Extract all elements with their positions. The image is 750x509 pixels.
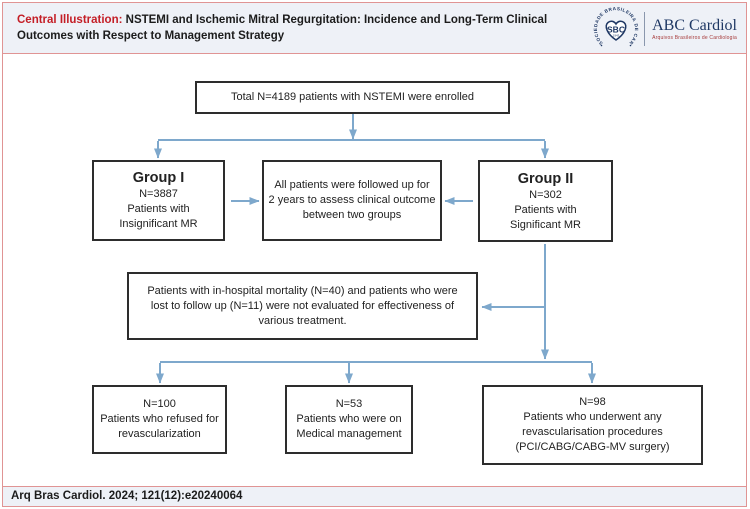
- sbc-text: SBC: [607, 25, 625, 35]
- journal-wordmark: ABC Cardiol Arquivos Brasileiros de Card…: [652, 17, 737, 41]
- group2-title: Group II: [517, 170, 574, 187]
- group2-line2: Significant MR: [510, 218, 581, 231]
- sbc-year: 1943: [613, 34, 620, 38]
- group2-line1: Patients with: [514, 203, 577, 216]
- citation: Arq Bras Cardiol. 2024; 121(12):e2024006…: [11, 490, 243, 502]
- group1-line1: Patients with: [127, 203, 190, 215]
- medical-box: N=53 Patients who were on Medical manage…: [285, 385, 413, 454]
- exclusion-line2: lost to follow up (N=11) were not evalua…: [150, 299, 455, 312]
- enrollment-box: Total N=4189 patients with NSTEMI were e…: [195, 81, 510, 114]
- revasc-line3: (PCI/CABG/CABG-MV surgery): [515, 441, 670, 453]
- title-prefix: Central Illustration:: [17, 14, 123, 26]
- group1-title: Group I: [132, 170, 185, 186]
- figure-title: Central Illustration: NSTEMI and Ischemi…: [17, 12, 602, 44]
- medical-n: N=53: [335, 398, 363, 410]
- medical-line1: Patients who were on: [296, 413, 402, 425]
- figure-footer: Arq Bras Cardiol. 2024; 121(12):e2024006…: [2, 486, 747, 507]
- medical-line2: Medical management: [296, 428, 402, 440]
- title-text: NSTEMI and Ischemic Mitral Regurgitation…: [17, 14, 548, 42]
- enrollment-text: Total N=4189 patients with NSTEMI were e…: [230, 91, 475, 103]
- refused-box: N=100 Patients who refused for revascula…: [92, 385, 227, 454]
- revasc-n: N=98: [579, 396, 606, 408]
- ring-dot-left: [600, 44, 603, 47]
- exclusion-line3: various treatment.: [258, 314, 347, 327]
- ring-dot-right: [629, 44, 632, 47]
- journal-subtitle: Arquivos Brasileiros de Cardiologia: [652, 35, 737, 41]
- followup-box: All patients were followed up for 2 year…: [262, 160, 442, 241]
- group2-box: Group II N=302 Patients with Significant…: [478, 160, 613, 242]
- heart-icon: [605, 20, 627, 41]
- refused-n: N=100: [143, 398, 176, 410]
- exclusion-line1: Patients with in-hospital mortality (N=4…: [147, 284, 458, 297]
- journal-name: ABC Cardiol: [652, 17, 737, 34]
- sbc-heart-badge-icon: SOCIEDADE BRASILEIRA DE CARDIOLOGIA SBC …: [592, 5, 639, 47]
- revasc-line1: Patients who underwent any: [523, 411, 662, 423]
- group1-line2: Insignificant MR: [119, 218, 198, 230]
- followup-line3: between two groups: [302, 209, 402, 221]
- followup-line2: 2 years to assess clinical outcome: [268, 194, 436, 206]
- refused-line2: revascularization: [118, 428, 201, 440]
- revasc-box: N=98 Patients who underwent any revascul…: [482, 385, 703, 465]
- group1-n: N=3887: [139, 188, 178, 200]
- group1-box: Group I N=3887 Patients with Insignifica…: [92, 160, 225, 241]
- journal-logo: SOCIEDADE BRASILEIRA DE CARDIOLOGIA SBC …: [592, 5, 737, 51]
- followup-line1: All patients were followed up for: [274, 179, 430, 191]
- logo-divider: [644, 12, 646, 46]
- exclusion-box: Patients with in-hospital mortality (N=4…: [127, 272, 478, 340]
- refused-line1: Patients who refused for: [100, 413, 219, 425]
- revasc-line2: revascularisation procedures: [522, 426, 663, 438]
- group2-n: N=302: [529, 188, 562, 201]
- figure-header: Central Illustration: NSTEMI and Ischemi…: [2, 2, 747, 54]
